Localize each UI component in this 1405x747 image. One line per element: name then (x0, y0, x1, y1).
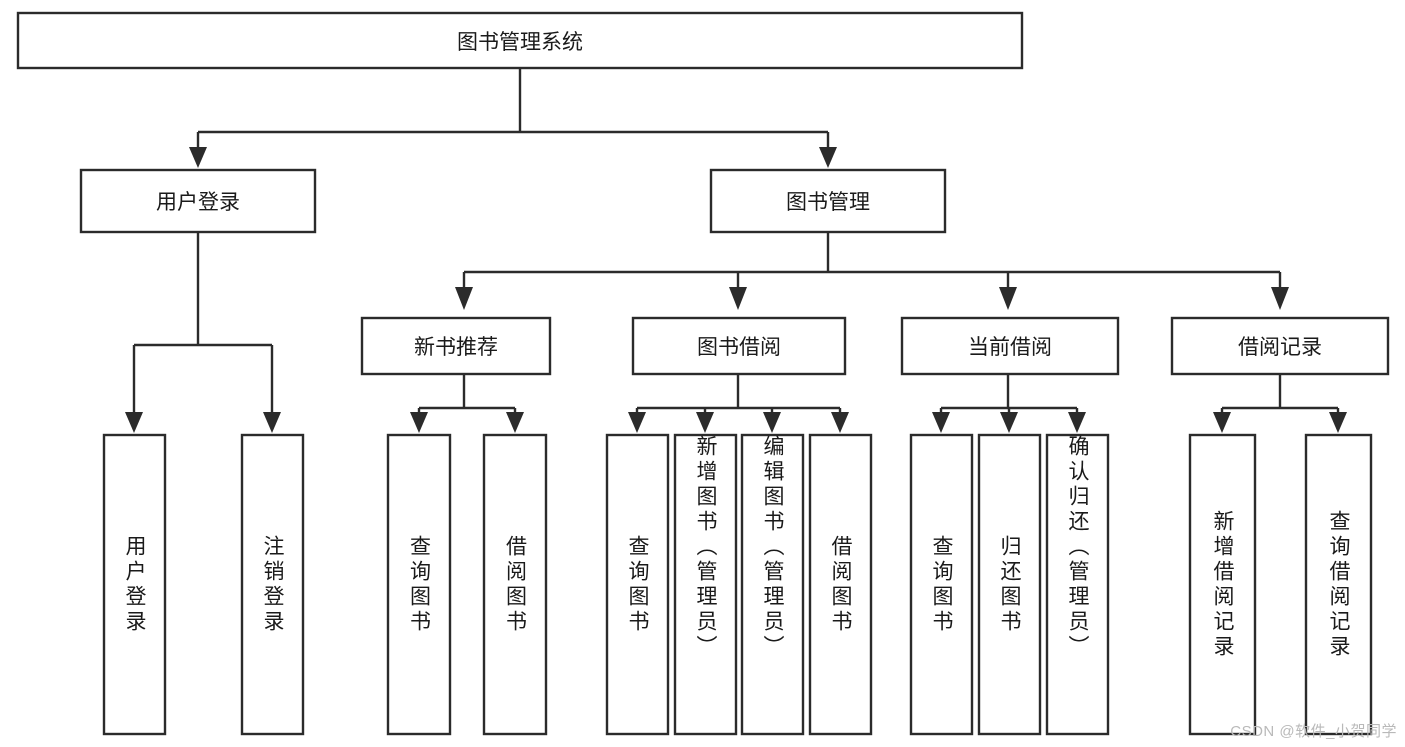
arrow-bm-to-current-borrow (999, 287, 1017, 310)
arrow-user-login-leaf-1 (125, 412, 143, 433)
node-leaf-query-book-2[interactable] (605, 433, 670, 736)
node-user-login[interactable] (79, 168, 317, 234)
arrow-cb-leaf-2 (1000, 412, 1018, 433)
arrow-bb-leaf-3 (763, 412, 781, 433)
node-current-borrow[interactable] (900, 316, 1120, 376)
arrow-br-leaf-1 (1213, 412, 1231, 433)
connector-group-current-borrow (932, 374, 1086, 433)
node-leaf-borrow-book-2[interactable] (808, 433, 873, 736)
node-book-manage[interactable] (709, 168, 947, 234)
node-leaf-query-record[interactable] (1304, 433, 1373, 736)
connector-group-book-borrow (628, 374, 849, 433)
node-leaf-edit-book[interactable] (740, 433, 805, 736)
node-leaf-confirm-return[interactable] (1045, 433, 1110, 736)
node-leaf-add-book[interactable] (673, 433, 738, 736)
connector-group-root (189, 68, 837, 168)
node-book-borrow[interactable] (631, 316, 847, 376)
node-new-book-recommend[interactable] (360, 316, 552, 376)
arrow-nbr-leaf-1 (410, 412, 428, 433)
arrow-bb-leaf-1 (628, 412, 646, 433)
node-root[interactable] (16, 11, 1024, 70)
arrow-bm-to-book-borrow (729, 287, 747, 310)
arrow-root-to-book-manage (819, 147, 837, 168)
node-leaf-query-book-3[interactable] (909, 433, 974, 736)
connector-group-book-manage (455, 232, 1289, 310)
arrow-br-leaf-2 (1329, 412, 1347, 433)
watermark-text: CSDN @软件_小贺同学 (1230, 723, 1397, 740)
arrow-user-login-leaf-2 (263, 412, 281, 433)
connector-group-new-book-recommend (410, 374, 524, 433)
arrow-bb-leaf-4 (831, 412, 849, 433)
arrow-cb-leaf-3 (1068, 412, 1086, 433)
arrow-bm-to-borrow-record (1271, 287, 1289, 310)
node-leaf-return-book[interactable] (977, 433, 1042, 736)
node-leaf-borrow-book-1[interactable] (482, 433, 548, 736)
node-leaf-user-logout[interactable] (240, 433, 305, 736)
node-leaf-user-login[interactable] (102, 433, 167, 736)
node-leaf-add-record[interactable] (1188, 433, 1257, 736)
connector-group-borrow-record (1213, 374, 1347, 433)
node-borrow-record[interactable] (1170, 316, 1390, 376)
connector-group-user-login (125, 232, 281, 433)
arrow-nbr-leaf-2 (506, 412, 524, 433)
arrow-root-to-user-login (189, 147, 207, 168)
arrow-bb-leaf-2 (696, 412, 714, 433)
node-leaf-query-book-1[interactable] (386, 433, 452, 736)
arrow-cb-leaf-1 (932, 412, 950, 433)
arrow-bm-to-new-book-recommend (455, 287, 473, 310)
